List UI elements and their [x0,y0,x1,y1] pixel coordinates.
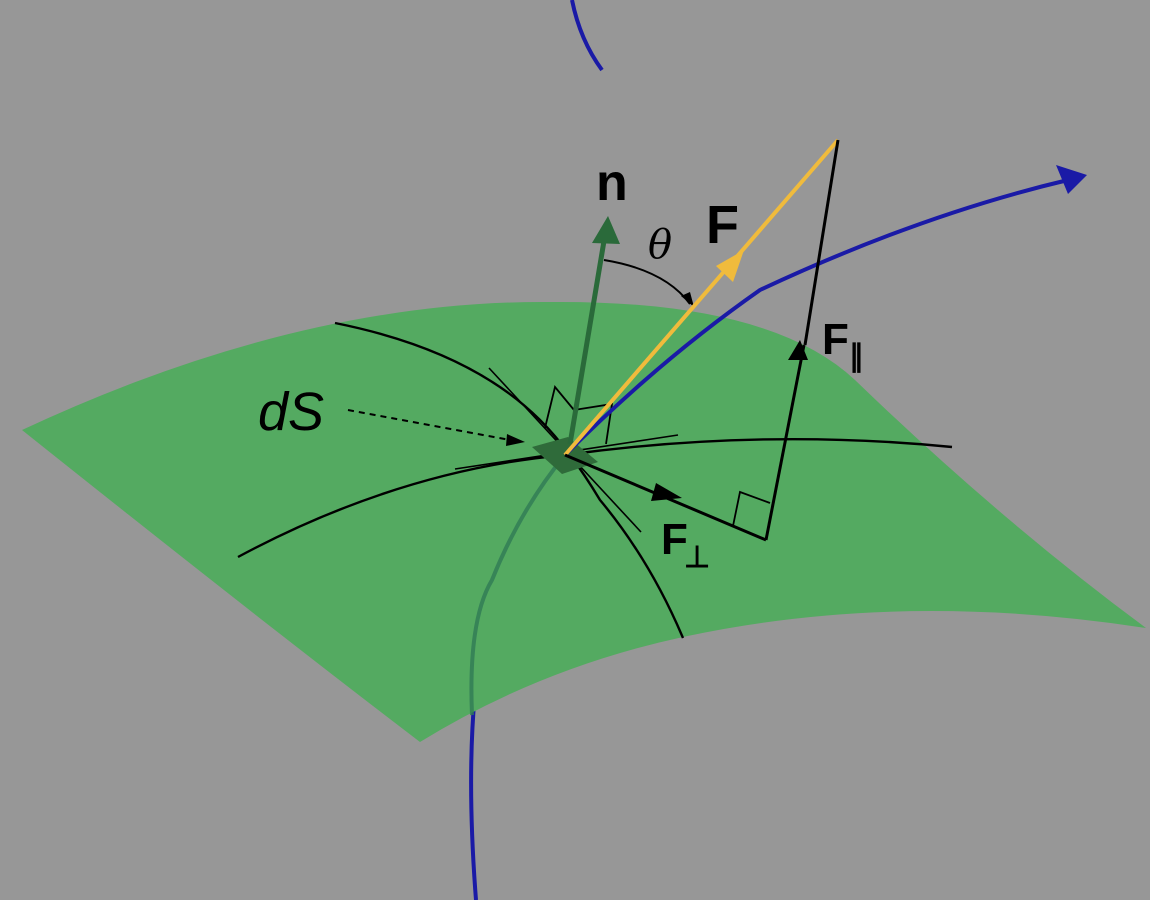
parallel-label-base: F [822,315,849,364]
angle-label: θ [648,222,672,268]
field-line-upper [563,178,1069,457]
perpendicular-component-label: F ⊥ [661,515,710,574]
force-vector-arrowhead [716,250,744,282]
force-label: F [706,195,739,255]
parallel-component-label: F ∥ [822,315,864,373]
perpendicular-component-arrowhead [651,483,682,501]
normal-vector [567,234,608,445]
parallel-component-arrowhead [788,340,808,360]
perpendicular-label-subscript: ⊥ [684,541,710,574]
field-line-arrowhead [1056,165,1087,194]
right-angle-marker-right [573,402,614,445]
parallel-label-subscript: ∥ [849,340,864,373]
parallel-component-vector [764,344,806,541]
perpendicular-label-base: F [661,515,688,564]
construction-line-tip [803,139,840,346]
right-angle-marker-components [732,490,771,527]
dS-pointer-arrowhead [506,434,525,446]
normal-vector-arrowhead [592,216,620,244]
right-angle-marker-left [544,385,575,429]
angle-theta-arrowhead [681,292,694,307]
force-vector [563,138,840,457]
curved-surface [22,301,1146,742]
normal-label: n [596,154,628,212]
surface-element-label: dS [258,382,324,442]
field-line-top-arc [570,0,604,72]
dS-pointer [347,409,511,441]
field-line-through-surface [469,453,567,716]
